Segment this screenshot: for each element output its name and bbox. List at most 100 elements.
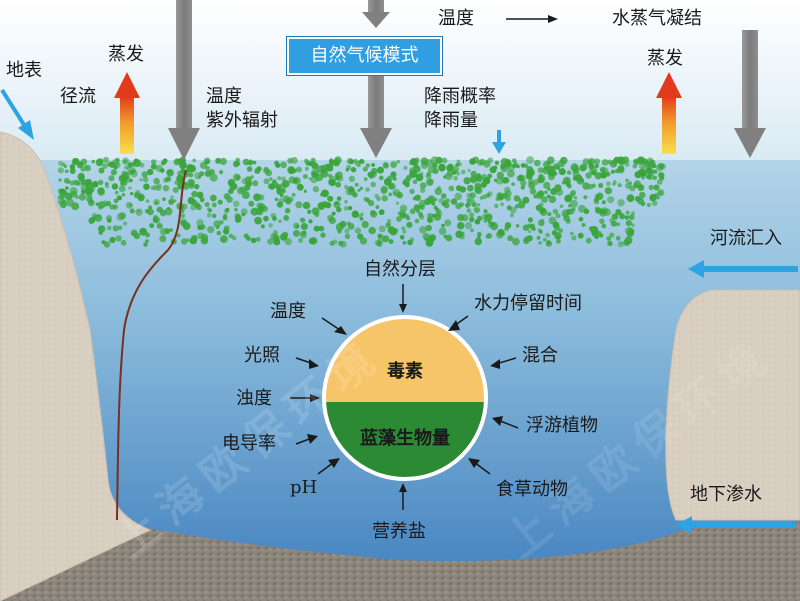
algae-dot [333,201,341,209]
algae-dot [453,175,458,181]
algae-dot [606,236,612,241]
algae-dot [551,230,557,236]
algae-dot [556,188,564,196]
algae-dot [471,202,477,208]
algae-dot [71,159,78,166]
algae-dot [114,190,119,195]
algae-dot [130,192,134,196]
algae-dot [81,179,88,186]
algae-dot [300,223,308,230]
algae-dot [208,208,213,213]
algae-dot [513,162,519,168]
algae-dot [234,207,238,212]
algae-dot [308,219,313,224]
algae-dot [470,170,477,177]
algae-dot [501,232,506,236]
algae-dot [310,169,319,178]
algae-dot [381,195,388,202]
algae-dot [578,216,584,222]
algae-dot [518,198,522,202]
algae-dot [141,171,148,178]
algae-dot [222,213,228,219]
arrow-mixing [490,357,517,369]
arrow-stratification [399,284,407,313]
algae-dot [494,203,499,209]
factor-turbidity: 浊度 [236,388,272,409]
algae-dot [95,158,104,167]
algae-dot [129,178,133,183]
algae-dot [648,170,655,177]
algae-dot [581,222,586,228]
algae-dot [383,178,392,186]
algae-dot [409,167,417,175]
rain-arrow [492,130,506,154]
algae-dot [80,166,86,172]
left-bank [0,131,152,601]
algae-dot [157,183,162,189]
algae-dot [365,163,370,168]
algae-dot [320,170,329,178]
algae-dot [512,158,517,163]
algae-dot [425,239,434,247]
algae-dot [277,176,282,181]
algae-dot [652,175,658,181]
algae-dot [533,194,538,199]
algae-dot [216,230,222,236]
algae-dot [441,193,447,199]
algae-dot [312,186,320,193]
algae-dot [570,231,574,236]
algae-dot [204,202,210,207]
algae-dot [339,220,346,228]
algae-dot [433,205,438,210]
algae-dot [121,193,126,197]
algae-dot [142,228,147,233]
algae-dot [361,220,369,229]
algae-dot [113,165,118,170]
algae-dot [265,169,273,177]
algae-dot [150,186,155,190]
algae-dot [337,229,342,234]
algae-dot [299,184,304,190]
algae-dot [285,198,292,205]
algae-dot [386,221,391,227]
algae-dot [320,232,326,238]
algae-dot [378,225,386,233]
algae-dot [547,156,555,164]
algae-dot [448,185,455,192]
algae-dot [246,166,253,172]
algae-dot [324,163,330,170]
algae-dot [69,187,78,195]
algae-dot [176,233,181,238]
algae-dot [191,190,198,198]
algae-dot [337,175,344,182]
algae-dot [353,158,358,164]
algae-dot [625,178,629,183]
algae-dot [477,215,483,221]
algae-dot [476,173,481,178]
algae-dot [205,160,210,165]
label-runoff: 径流 [60,86,96,107]
algae-dot [283,215,290,221]
core-toxin-label: 毒素 [387,361,423,382]
algae-dot [310,175,318,184]
label-temp-uv-2: 紫外辐射 [206,110,278,131]
algae-dot [190,204,197,211]
algae-dot [425,159,433,167]
algae-dot [375,205,380,210]
algae-dot [507,169,515,178]
factor-conductivity: 电导率 [222,433,276,454]
probe-line [116,169,187,521]
algae-dot [556,166,560,170]
algae-dot [331,211,336,216]
algae-dot [303,189,307,193]
algae-dot [517,201,526,209]
algae-dot [583,195,588,200]
factor-stratification: 自然分层 [364,259,436,280]
algae-dot [441,223,445,228]
algae-dot [617,199,625,207]
algae-dot [561,209,570,217]
algae-dot [248,200,255,207]
algae-dot [144,209,150,214]
algae-dot [309,161,315,167]
algae-dot [154,201,158,205]
